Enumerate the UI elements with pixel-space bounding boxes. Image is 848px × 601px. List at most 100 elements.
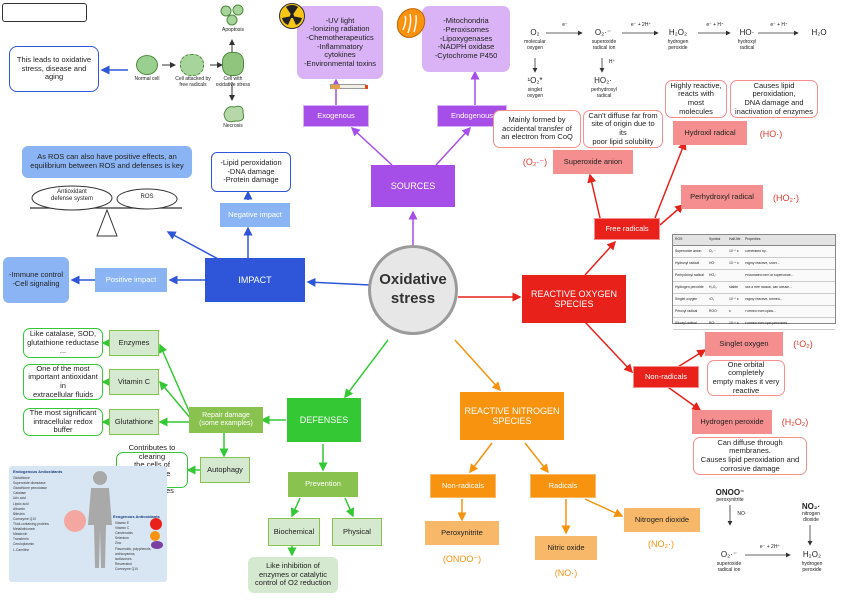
antioxidant-item: Flavonoids, polyphenols, bbox=[115, 546, 152, 551]
chain-hydroxyl: HO· bbox=[739, 28, 755, 37]
stressed-cell-icon bbox=[222, 52, 244, 76]
antioxidant-item: Vitamin E bbox=[115, 521, 130, 525]
radiation-icon bbox=[279, 3, 305, 29]
hydroxyl-node: Hydroxil radical bbox=[673, 121, 747, 145]
table-cell: Formed from lipid peroxides... bbox=[745, 321, 790, 325]
perhydroxyl-formula: (HO₂·) bbox=[773, 192, 799, 203]
exogenous-list: -UV light -Ionizing radiation -Chemother… bbox=[297, 6, 383, 79]
table-cell: Perhydroxyl radical bbox=[675, 272, 704, 277]
table-cell: H₂O₂ bbox=[709, 284, 717, 289]
sources-hub: SOURCES bbox=[371, 165, 455, 207]
hydrogen-peroxide-node: Hydrogen peroxide bbox=[692, 410, 772, 434]
vitamin-c-node: Vitamin C bbox=[109, 369, 159, 395]
antioxidant-item: Selenium bbox=[115, 536, 129, 541]
endogenous-list: -Mitochondria -Peroxisomes -Lipoxygenase… bbox=[422, 6, 510, 72]
table-cell: 10⁻⁹ s bbox=[729, 260, 739, 265]
rns-non-radicals-node: Non-radicals bbox=[430, 474, 496, 498]
chain-arrow-1: e⁻ bbox=[562, 22, 568, 28]
superoxide-formula: (O₂·⁻) bbox=[522, 156, 548, 167]
defenses-hub: DEFENSES bbox=[287, 398, 361, 442]
table-cell: 10⁻⁶ s bbox=[729, 248, 739, 253]
cell-label-apoptosis: Apoptosis bbox=[222, 27, 244, 33]
table-header-cell: Symbol bbox=[709, 237, 721, 242]
exogenous-node: Exogenous bbox=[303, 105, 369, 127]
balance-scale-icon bbox=[22, 180, 192, 238]
impact-hub: IMPACT bbox=[205, 258, 305, 302]
chain-perhydroxyl-label: perhydroxyl radical bbox=[591, 87, 617, 99]
chain-perhydroxyl: HO₂· bbox=[594, 76, 612, 85]
physical-node: Physical bbox=[332, 518, 382, 546]
chain-o2: O₂ bbox=[530, 28, 540, 37]
antioxidant-item: isoflavones bbox=[115, 556, 132, 561]
chem-h2o2-label: hydrogen peroxide bbox=[801, 561, 823, 573]
table-cell: ROO· bbox=[709, 308, 718, 313]
table-cell: Hydroxyl radical bbox=[675, 260, 700, 265]
hydroxyl-note-2: Causes lipid peroxidation, DNA damage an… bbox=[730, 80, 818, 118]
table-cell: 10⁻⁶ s bbox=[729, 320, 739, 325]
antioxidant-item: Melatonin bbox=[13, 532, 28, 537]
free-radicals-node: Free radicals bbox=[594, 218, 660, 240]
balance-right-label: ROS bbox=[140, 194, 154, 200]
oxidative-stress-note: This leads to oxidative stress, disease … bbox=[9, 46, 99, 92]
blood-cells-icon bbox=[64, 510, 86, 532]
hydrogen-peroxide-formula: (H₂O₂) bbox=[781, 416, 809, 427]
normal-cell-icon bbox=[136, 55, 158, 75]
table-cell: Formed from lipids... bbox=[745, 309, 776, 313]
table-cell: stable bbox=[729, 284, 739, 289]
repair-damage-node: Repair damage (some examples) bbox=[189, 407, 263, 433]
table-cell: 10⁻⁶ s bbox=[729, 296, 739, 301]
chain-label-hydroxyl: hydroxyl radical bbox=[737, 39, 757, 51]
antioxidant-item: Metallothionein bbox=[13, 527, 36, 532]
table-cell: RO· bbox=[709, 320, 716, 325]
table-cell: ¹O₂ bbox=[709, 296, 715, 301]
table-cell: Superoxide anion bbox=[675, 248, 702, 253]
enzymes-node: Enzymes bbox=[109, 330, 159, 356]
hydroxyl-note-1: Highly reactive, reacts with most molecu… bbox=[665, 80, 727, 118]
table-cell: Highly reactive, short... bbox=[745, 261, 780, 265]
chem-no2-label: nitrogen dioxide bbox=[801, 511, 821, 523]
hydrogen-peroxide-note: Can diffuse through membranes. Causes li… bbox=[693, 437, 807, 475]
glutathione-note: The most significant intracellular redox… bbox=[23, 408, 103, 436]
superoxide-note-2: Can't diffuse far from site of origin du… bbox=[583, 110, 663, 148]
necrosis-icon bbox=[222, 104, 246, 124]
chain-h2o: H₂O bbox=[811, 28, 827, 37]
nitrogen-dioxide-node: Nitrogen dioxide bbox=[624, 508, 700, 532]
antioxidant-item: Transferrin bbox=[13, 537, 29, 542]
antioxidant-item: L-Carnitine bbox=[13, 547, 30, 552]
antioxidant-item: Resveratrol bbox=[115, 561, 132, 566]
negative-impact-list: -Lipid peroxidation -DNA damage -Protein… bbox=[211, 152, 291, 192]
cell-label-stressed: Cell with oxidative stress bbox=[215, 76, 251, 88]
balance-note: As ROS can also have positive effects, a… bbox=[22, 146, 192, 178]
table-header-cell: Half-life bbox=[729, 237, 741, 242]
mitochondria-icon bbox=[395, 6, 427, 40]
antioxidant-item: Catalase bbox=[13, 491, 27, 496]
chain-arrow-3: e⁻ + H⁺ bbox=[706, 22, 724, 28]
chain-arrow-4: e⁻ + H⁺ bbox=[770, 22, 788, 28]
prevention-node: Prevention bbox=[288, 472, 358, 497]
chain-superoxide: O₂·⁻ bbox=[594, 28, 612, 37]
table-cell: Protonated form of superoxide... bbox=[745, 273, 794, 277]
table-cell: Alkoxyl radical bbox=[675, 320, 697, 325]
chem-no: NO· bbox=[737, 511, 747, 517]
balance-left-label: Antioxidant defense system bbox=[50, 189, 94, 202]
chain-label-h2o2: hydrogen peroxide bbox=[667, 39, 689, 51]
chain-h2o2: H₂O₂ bbox=[668, 28, 688, 37]
chem-onoo: ONOO⁻ bbox=[715, 488, 745, 497]
center-title: Oxidative stress bbox=[379, 271, 447, 307]
table-header-cell: ROS bbox=[675, 237, 683, 242]
singlet-oxygen-node: Singlet oxygen bbox=[705, 332, 783, 356]
antioxidant-item: anthocyanins, bbox=[115, 551, 136, 556]
nitrogen-dioxide-formula: (NO₂·) bbox=[648, 538, 674, 549]
cigarette-icon bbox=[330, 84, 368, 89]
ros-table: ROS Symbol Half-life Properties Superoxi… bbox=[672, 234, 836, 330]
antioxidant-item: Thiol-containing proteins bbox=[13, 521, 49, 526]
perhydroxyl-node: Perhydroxyl radical bbox=[681, 185, 763, 209]
antioxidant-item: Uric acid bbox=[13, 496, 26, 501]
